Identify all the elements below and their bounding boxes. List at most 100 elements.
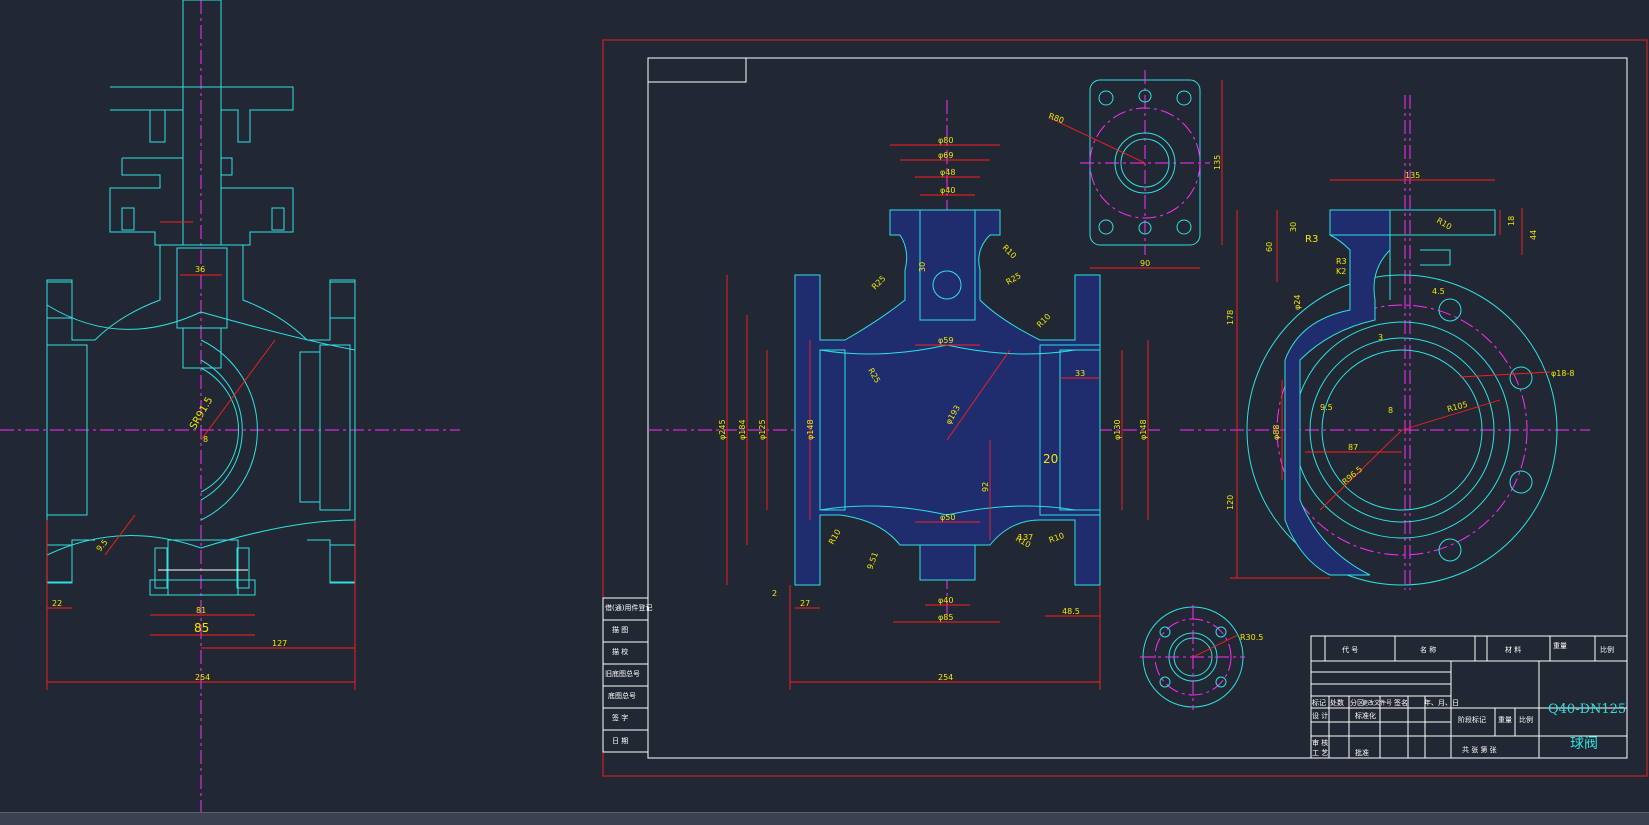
tb-std: 标准化 bbox=[1355, 711, 1376, 720]
dim-phi88: φ88 bbox=[1272, 425, 1281, 440]
tb-header-weight: 重量 bbox=[1553, 642, 1567, 650]
dim-20: 20 bbox=[1043, 452, 1058, 466]
dim-phi50: φ50 bbox=[940, 513, 955, 522]
top-flange-view: R80 135 90 bbox=[1047, 70, 1223, 269]
dim-254: 254 bbox=[195, 673, 210, 682]
tb-sheet: 共 张 第 张 bbox=[1462, 745, 1497, 754]
dim-r10-d: R10 bbox=[1048, 531, 1066, 545]
tb-role-review: 审 核 bbox=[1312, 738, 1328, 747]
dim-phi40: φ40 bbox=[940, 186, 955, 195]
sheet-inner-border bbox=[647, 57, 1628, 759]
dim-85: 85 bbox=[194, 621, 209, 635]
dim-r10-e: R10 bbox=[827, 528, 843, 546]
tb-role-process: 工 艺 bbox=[1312, 749, 1328, 757]
dim-phi24: φ24 bbox=[1293, 295, 1302, 310]
dim-81: 81 bbox=[196, 606, 206, 615]
dim-phi184: φ184 bbox=[738, 419, 747, 440]
dim-44: 44 bbox=[1529, 230, 1538, 240]
dim-r30-5: R30.5 bbox=[1240, 633, 1263, 642]
right-end-view: 135 R10 18 44 30 R3 60 R3 K2 φ24 4.5 φ18… bbox=[1180, 95, 1590, 590]
dim-92: 92 bbox=[981, 482, 990, 492]
dim-8-right: 8 bbox=[1388, 406, 1393, 415]
dim-4-5: 4.5 bbox=[1432, 287, 1445, 296]
dim-phi125: φ125 bbox=[758, 419, 767, 440]
dim-9-5-right: 9.5 bbox=[1320, 403, 1333, 412]
dim-phi245: φ245 bbox=[718, 419, 727, 440]
dim-3: 3 bbox=[1378, 333, 1383, 342]
dim-8: 8 bbox=[203, 435, 208, 444]
tb-mark-1: 处数 bbox=[1330, 698, 1344, 707]
status-bar bbox=[0, 812, 1649, 825]
dim-33: 33 bbox=[1075, 369, 1085, 378]
dim-36: 36 bbox=[195, 265, 205, 274]
drawing-code: Q40-DN125 bbox=[1548, 702, 1626, 717]
dim-9-51: 9.51 bbox=[865, 551, 880, 571]
dim-phi18-8: φ18-8 bbox=[1551, 369, 1574, 378]
dim-r25-a: R25 bbox=[870, 274, 888, 292]
tb-header-name: 名 称 bbox=[1420, 645, 1436, 654]
dim-135-right: 135 bbox=[1405, 171, 1420, 180]
dim-phi48: φ48 bbox=[940, 168, 955, 177]
dim-30-right: 30 bbox=[1289, 222, 1298, 232]
dim-2: 2 bbox=[772, 589, 777, 598]
dim-9-5: 9.5 bbox=[95, 538, 110, 554]
reg-row-0: 借(通)用件登记 bbox=[605, 603, 652, 612]
tb-mark-5: 年、月、日 bbox=[1424, 698, 1459, 707]
dim-120: 120 bbox=[1226, 495, 1235, 510]
dim-48-5: 48.5 bbox=[1062, 607, 1080, 616]
sheet-code-box bbox=[647, 57, 747, 83]
reg-row-4: 底图总号 bbox=[608, 691, 636, 700]
dim-137: 137 bbox=[1018, 533, 1033, 542]
tb-scale-label: 比例 bbox=[1519, 715, 1533, 724]
side-registration-table: 借(通)用件登记 描 图 描 校 旧底图总号 底图总号 签 字 日 期 bbox=[602, 597, 652, 753]
tb-weight-label: 重量 bbox=[1498, 716, 1512, 724]
drawing-name: 球阀 bbox=[1570, 736, 1598, 752]
dim-60: 60 bbox=[1265, 242, 1274, 252]
tb-mark-4: 签名 bbox=[1394, 698, 1408, 707]
title-block: 代 号 名 称 材 料 重量 比例 标记 处数 分区 更改文件号 签名 年、月、… bbox=[1310, 635, 1628, 759]
reg-row-6: 日 期 bbox=[612, 737, 628, 745]
dim-r80: R80 bbox=[1047, 111, 1065, 125]
dim-r10-b: R10 bbox=[1035, 312, 1053, 330]
dim-27: 27 bbox=[800, 599, 810, 608]
tb-header-material: 材 料 bbox=[1505, 645, 1521, 654]
dim-r96-5: R96.5 bbox=[1341, 465, 1365, 487]
dim-r25-b: R25 bbox=[1005, 271, 1023, 287]
reg-row-2: 描 校 bbox=[612, 647, 628, 656]
dim-18: 18 bbox=[1507, 216, 1516, 226]
dim-254-b: 254 bbox=[938, 673, 953, 682]
dim-127: 127 bbox=[272, 639, 287, 648]
dim-phi148-b: φ148 bbox=[1139, 419, 1148, 440]
dim-178: 178 bbox=[1226, 310, 1235, 325]
tb-header-code: 代 号 bbox=[1342, 645, 1358, 654]
tb-stage: 阶段标记 bbox=[1458, 715, 1486, 724]
dim-r105: R105 bbox=[1446, 400, 1468, 414]
dim-phi69: φ69 bbox=[938, 151, 953, 160]
dim-r10-a: R10 bbox=[1001, 243, 1019, 261]
dim-30: 30 bbox=[918, 262, 927, 272]
side-section-view: 36 SR91.5 8 9.5 22 81 85 127 254 bbox=[0, 0, 460, 812]
tb-mark-3: 更改文件号 bbox=[1362, 699, 1392, 707]
dim-phi130: φ130 bbox=[1113, 419, 1122, 440]
dim-22: 22 bbox=[52, 599, 62, 608]
dim-87: 87 bbox=[1348, 443, 1358, 452]
tb-mark-0: 标记 bbox=[1312, 698, 1326, 707]
dim-phi59: φ59 bbox=[938, 336, 953, 345]
front-section-view: φ80 φ69 φ48 φ40 30 φ59 R10 R25 R25 R10 R… bbox=[648, 100, 1160, 690]
tb-approve: 批准 bbox=[1355, 748, 1369, 757]
reg-row-5: 签 字 bbox=[612, 713, 628, 722]
dim-phi85: φ85 bbox=[938, 613, 953, 622]
reg-row-1: 描 图 bbox=[612, 625, 628, 634]
dim-phi148: φ148 bbox=[806, 419, 815, 440]
dim-r3: R3 bbox=[1305, 234, 1318, 245]
dim-90: 90 bbox=[1140, 259, 1150, 268]
tb-mark-2: 分区 bbox=[1350, 698, 1364, 707]
dim-phi40-b: φ40 bbox=[938, 596, 953, 605]
dim-r10-right: R10 bbox=[1435, 216, 1453, 232]
tb-role-design: 设 计 bbox=[1312, 711, 1328, 720]
tb-header-scale: 比例 bbox=[1600, 645, 1614, 654]
dim-phi80: φ80 bbox=[938, 136, 953, 145]
dim-135-top: 135 bbox=[1213, 155, 1222, 170]
small-flange-view: R30.5 bbox=[1140, 605, 1263, 710]
